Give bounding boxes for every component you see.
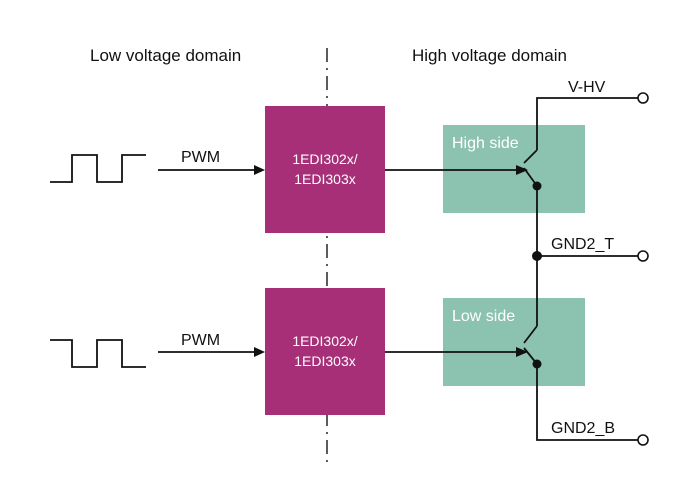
low-side-label: Low side: [452, 308, 515, 325]
driver-chip-high-line2: 1EDI303x: [294, 171, 355, 187]
gnd2-t-terminal: [637, 250, 649, 262]
gnd2-b-line: [536, 364, 638, 441]
low-voltage-domain-label: Low voltage domain: [90, 46, 241, 65]
gnd2-b-label: GND2_B: [551, 420, 615, 437]
driver-chip-high-line1: 1EDI302x/: [292, 151, 357, 167]
v-hv-terminal: [637, 92, 649, 104]
pwm-waveform-high-side: [50, 154, 146, 183]
v-hv-label: V-HV: [568, 79, 606, 96]
high-side-switch-blade-upper: [523, 149, 538, 164]
high-side-switch-box: [443, 125, 585, 213]
gate-arrowhead-high-side: [516, 165, 528, 175]
gnd2-b-terminal: [637, 434, 649, 446]
pwm-label-low: PWM: [181, 332, 220, 349]
pwm-label-high: PWM: [181, 149, 220, 166]
gnd2-t-label: GND2_T: [551, 236, 614, 253]
low-side-switch-box: [443, 298, 585, 386]
low-side-switch-blade-upper: [523, 325, 538, 344]
high-voltage-domain-label: High voltage domain: [412, 46, 567, 65]
pwm-arrowhead-high-side: [254, 165, 265, 175]
gate-arrowhead-low-side: [516, 347, 528, 357]
driver-chip-low-line2: 1EDI303x: [294, 353, 355, 369]
driver-chip-high-side: [265, 106, 385, 233]
v-hv-rail: [536, 97, 638, 150]
driver-chip-low-line1: 1EDI302x/: [292, 333, 357, 349]
pwm-arrowhead-low-side: [254, 347, 265, 357]
driver-chip-low-side: [265, 288, 385, 415]
pwm-waveform-low-side: [50, 339, 146, 368]
high-side-label: High side: [452, 135, 519, 152]
